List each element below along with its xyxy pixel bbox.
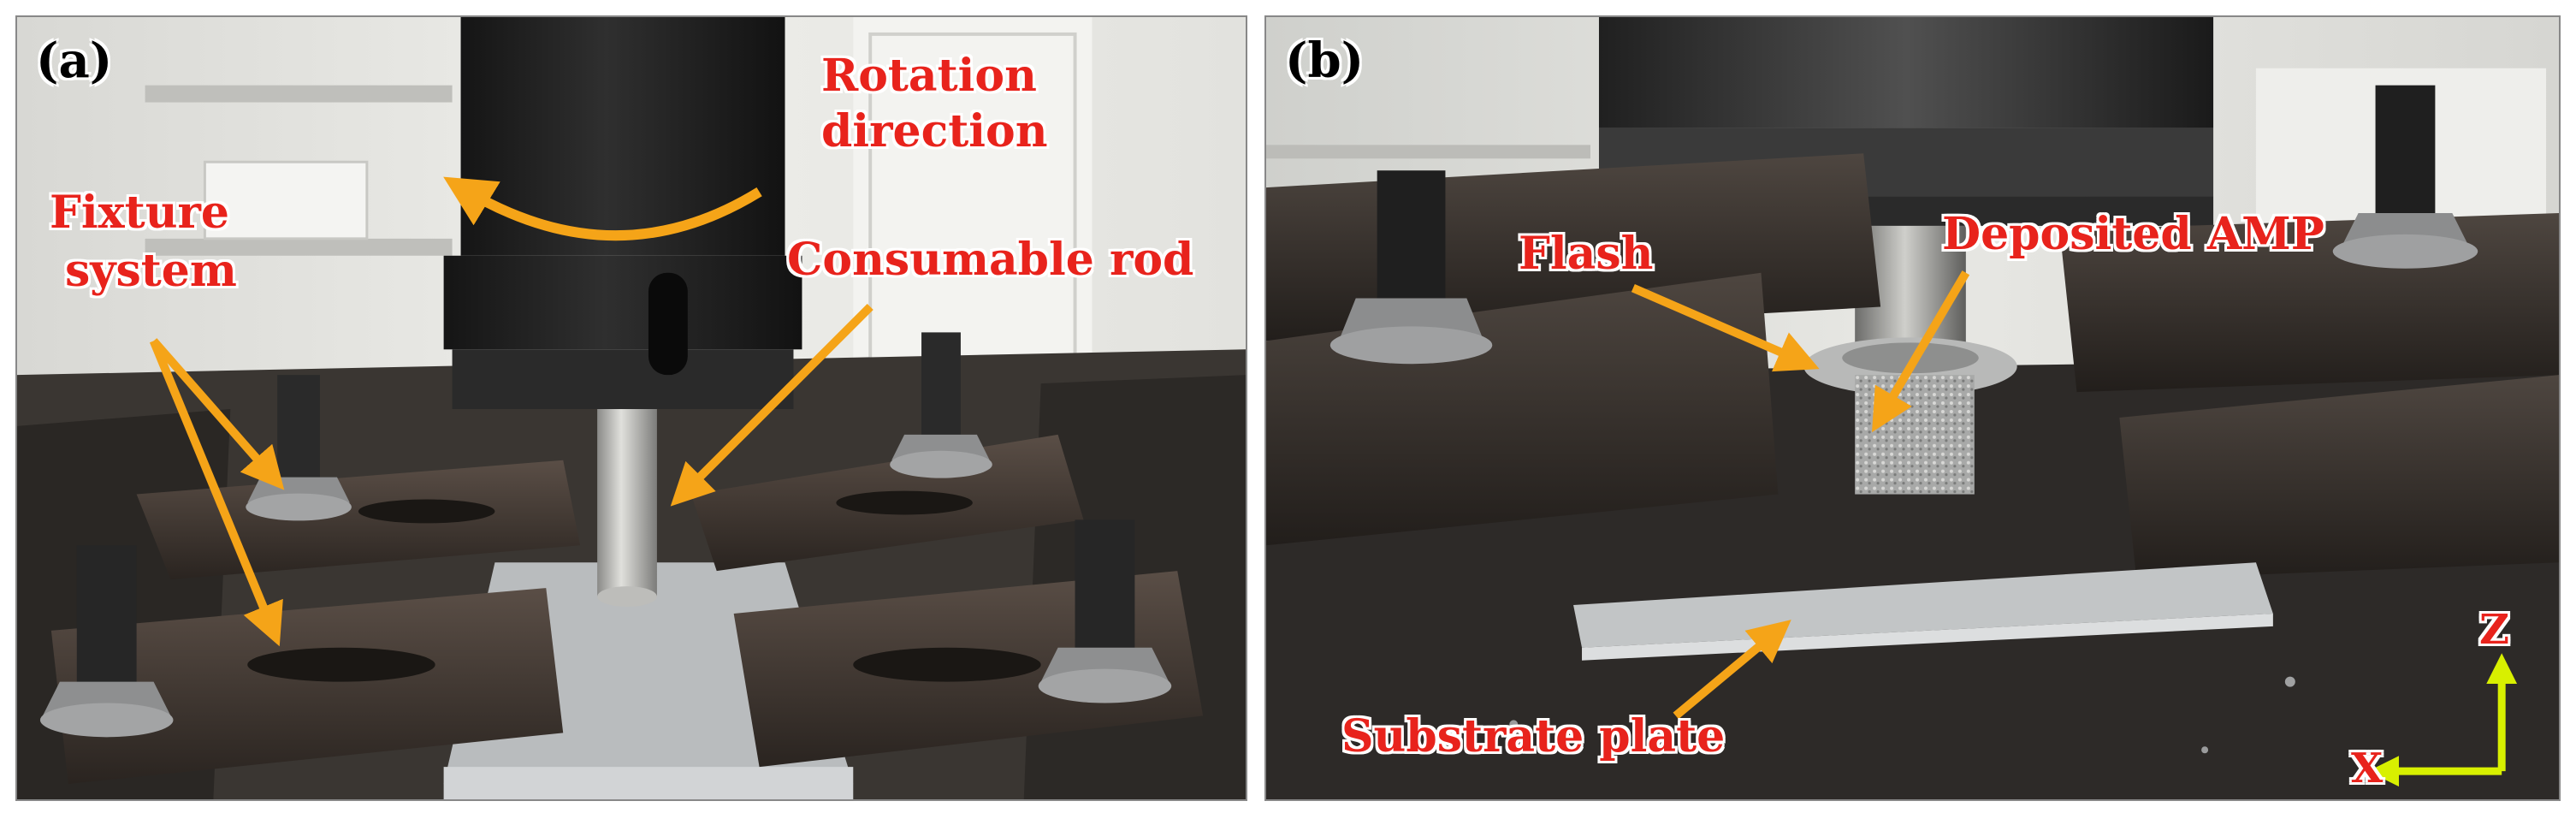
panel-b-label: (b)	[1285, 33, 1365, 89]
x-axis-label: X	[2351, 745, 2384, 792]
rotation-label-line1: Rotation	[821, 50, 1037, 102]
fixture-label-line1: Fixture	[50, 187, 229, 239]
panel-b-photo: (b) Flash Deposited AMP Substrate plate …	[1264, 15, 2561, 801]
deposited-amp-label: Deposited AMP	[1942, 208, 2324, 260]
panel-a-photo: (a) Rotation direction Fixture system Co…	[15, 15, 1247, 801]
panel-a-label: (a)	[36, 33, 113, 89]
consumable-rod-label: Consumable rod	[787, 234, 1194, 286]
z-axis-label: Z	[2479, 606, 2510, 654]
substrate-plate-label: Substrate plate	[1341, 710, 1726, 763]
rotation-label-line2: direction	[821, 105, 1048, 157]
fixture-label-line2: system	[65, 245, 237, 297]
panel-a-scene	[17, 17, 1246, 799]
flash-label: Flash	[1519, 228, 1654, 280]
panel-b-scene	[1266, 17, 2559, 799]
